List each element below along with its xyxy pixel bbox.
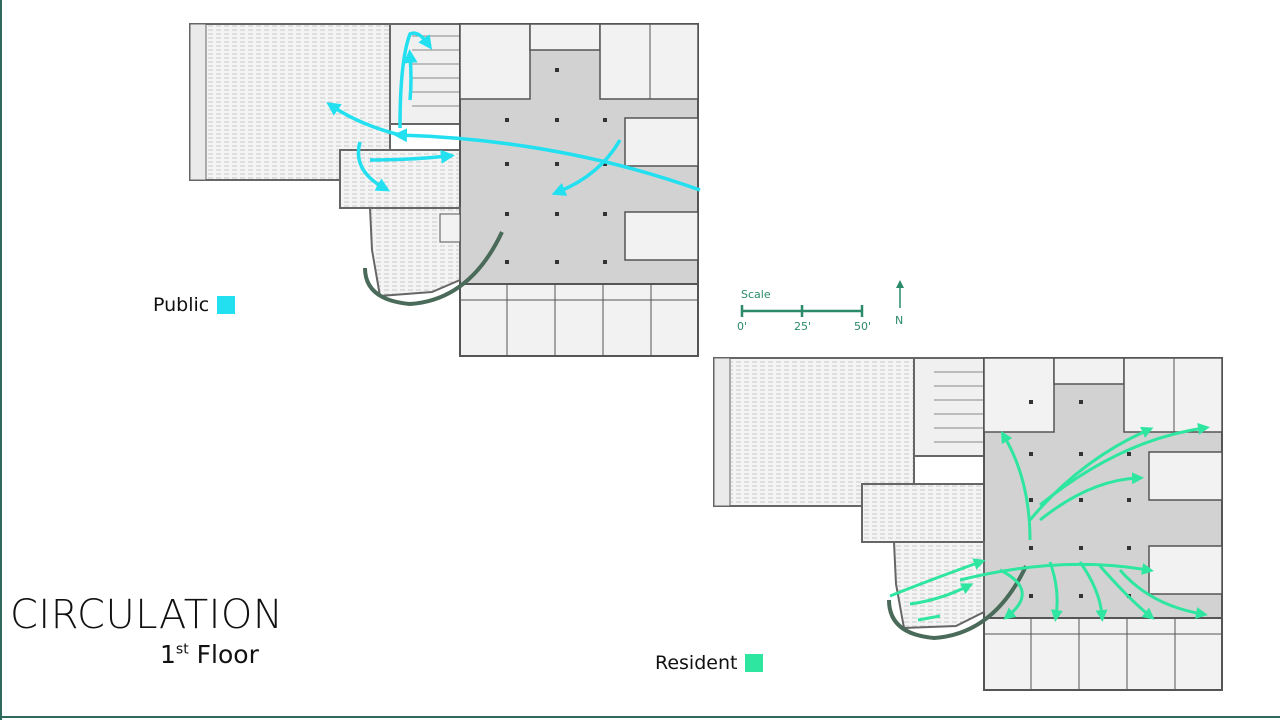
slide-bottom-border bbox=[0, 716, 1280, 718]
resident-circulation-arrows bbox=[889, 422, 1210, 622]
page-subtitle: 1st Floor bbox=[160, 640, 259, 669]
public-floor-plan bbox=[189, 23, 699, 357]
floor-word: Floor bbox=[188, 640, 259, 669]
legend-public-label: Public bbox=[153, 294, 210, 316]
resident-floor-plan bbox=[713, 357, 1223, 691]
legend-public: Public bbox=[153, 294, 236, 316]
scale-tick-50: 50' bbox=[854, 320, 872, 333]
legend-resident-label: Resident bbox=[655, 652, 738, 674]
public-circulation-arrows bbox=[326, 31, 701, 196]
floor-ordinal: st bbox=[175, 641, 189, 658]
north-arrow-icon bbox=[896, 280, 904, 308]
scale-tick-0: 0' bbox=[737, 320, 748, 333]
scale-tick-25: 25' bbox=[794, 320, 812, 333]
legend-resident-swatch bbox=[745, 654, 764, 672]
scale-title: Scale bbox=[741, 288, 771, 301]
north-label: N bbox=[895, 314, 904, 327]
legend-resident: Resident bbox=[655, 652, 764, 674]
scale-bar bbox=[740, 305, 864, 317]
page-title: CIRCULATION bbox=[10, 592, 284, 638]
floor-number: 1 bbox=[160, 640, 176, 669]
slide-left-border bbox=[0, 0, 2, 720]
legend-public-swatch bbox=[217, 296, 236, 314]
